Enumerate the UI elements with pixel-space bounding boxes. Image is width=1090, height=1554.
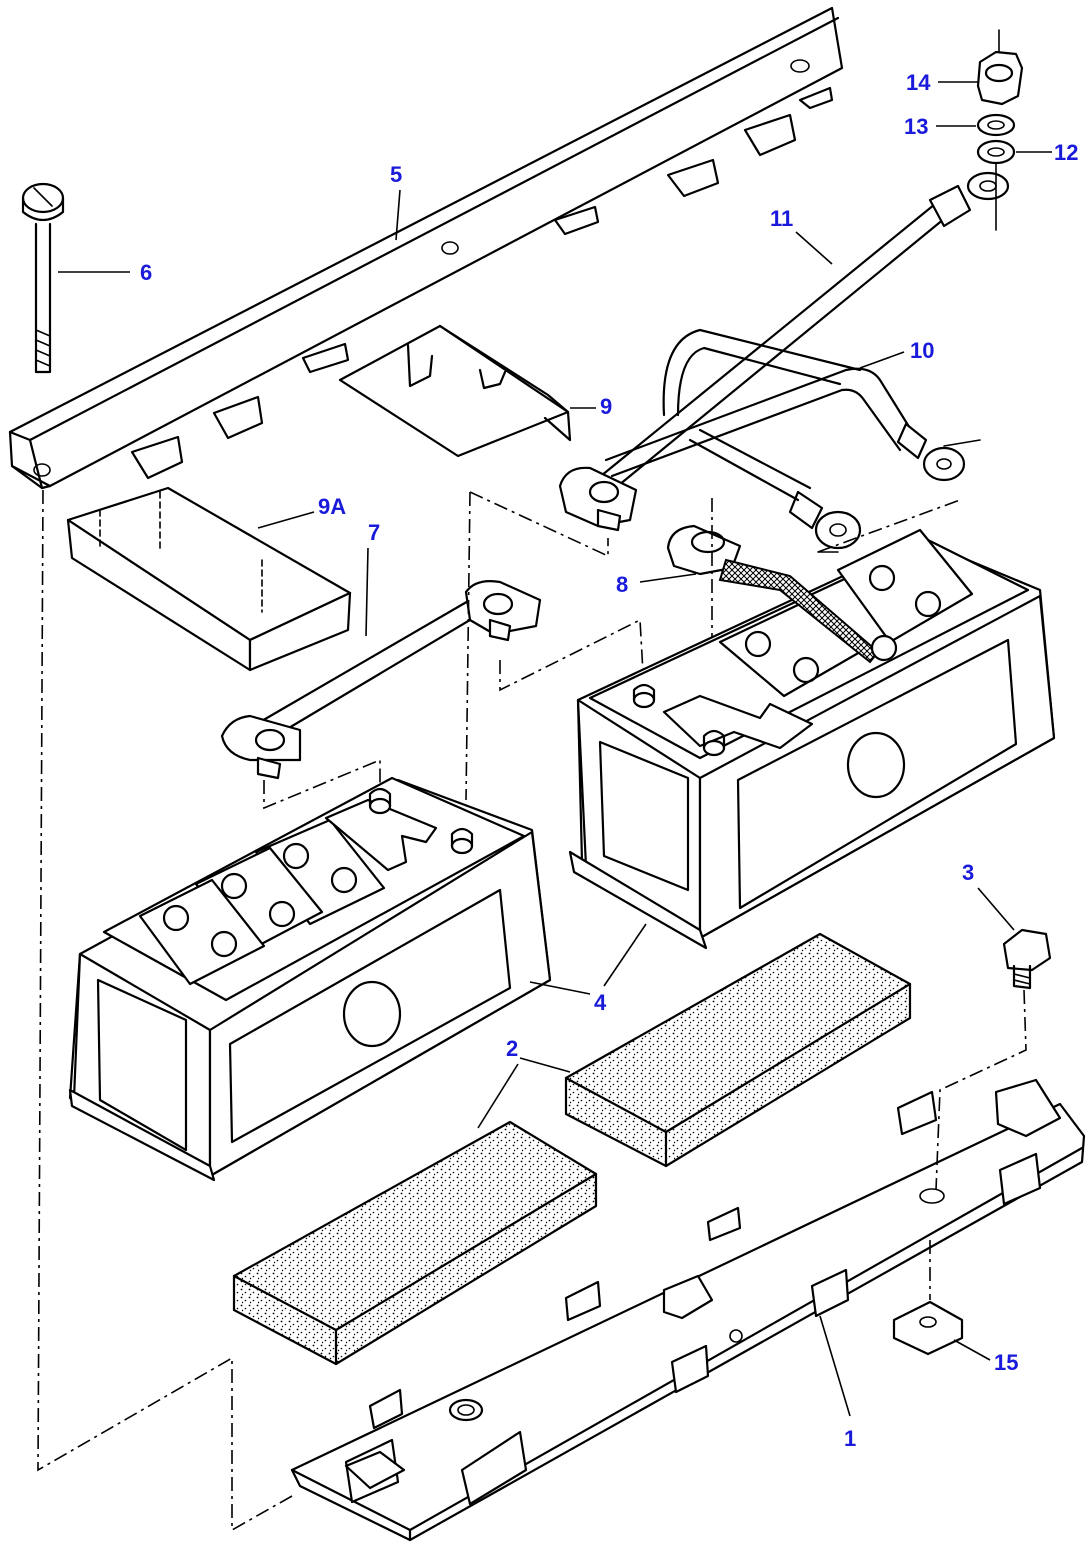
callout-8: 8	[616, 572, 628, 597]
callout-5: 5	[390, 162, 402, 187]
callout-9: 9	[600, 394, 612, 419]
part-1-battery-tray	[290, 1078, 1086, 1542]
callout-12: 12	[1054, 140, 1078, 165]
part-4-battery-left	[68, 776, 552, 1182]
callouts: 5 6 9A 7 9 8 10 11 12 13 14 4 3 2 1 15	[58, 70, 1078, 1451]
callout-6: 6	[140, 260, 152, 285]
callout-13: 13	[904, 114, 928, 139]
part-11-ground-cable	[594, 171, 1010, 496]
callout-3: 3	[962, 860, 974, 885]
part-7-battery-link	[220, 580, 542, 780]
callout-2: 2	[506, 1036, 518, 1061]
callout-7: 7	[368, 520, 380, 545]
part-10-cable	[604, 328, 981, 553]
callout-9a: 9A	[318, 494, 346, 519]
part-9a-box-cover	[66, 486, 352, 672]
part-9-terminal-cover	[338, 324, 572, 458]
parts-12-14-hardware	[976, 29, 1024, 231]
part-2-pad-left	[232, 1120, 598, 1366]
callout-15: 15	[994, 1350, 1018, 1375]
part-2-pad-right	[564, 932, 912, 1168]
dashed-connection-lines	[263, 491, 961, 810]
callout-14: 14	[906, 70, 931, 95]
part-15-nut	[892, 1240, 964, 1356]
part-8-terminal-clamp	[558, 466, 742, 576]
callout-10: 10	[910, 338, 934, 363]
part-3-bolt	[935, 928, 1052, 1191]
callout-11: 11	[770, 206, 793, 231]
callout-1: 1	[844, 1426, 856, 1451]
part-4-battery-right	[568, 528, 1056, 950]
alignment-line-left	[37, 489, 293, 1532]
part-6-bolt	[21, 182, 65, 374]
callout-4: 4	[594, 990, 607, 1015]
part-5-hold-down-bar	[8, 6, 844, 490]
